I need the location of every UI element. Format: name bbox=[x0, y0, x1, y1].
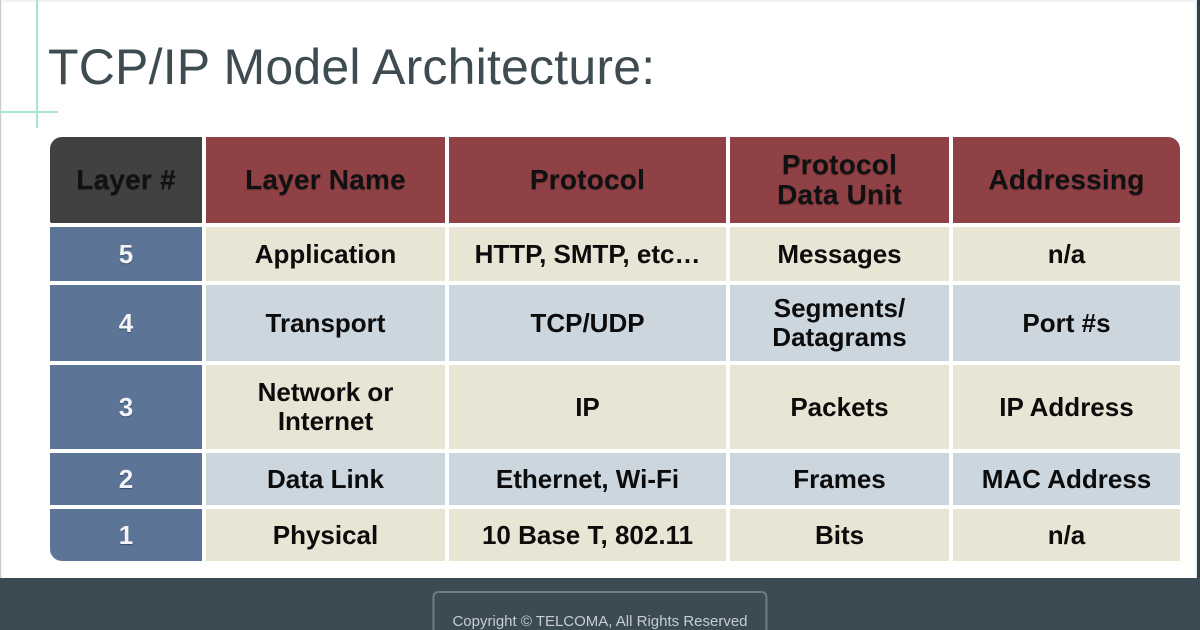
cell-addressing: MAC Address bbox=[953, 453, 1180, 505]
table-row: 3 Network or Internet IP Packets IP Addr… bbox=[50, 365, 1180, 449]
cell-addressing: n/a bbox=[953, 509, 1180, 561]
table-header-row: Layer # Layer Name Protocol Protocol Dat… bbox=[50, 137, 1180, 223]
cell-pdu: Frames bbox=[730, 453, 949, 505]
tcpip-model-table: Layer # Layer Name Protocol Protocol Dat… bbox=[46, 133, 1184, 565]
slide-left-border bbox=[0, 0, 4, 578]
cell-protocol: HTTP, SMTP, etc… bbox=[449, 227, 726, 281]
cell-protocol: 10 Base T, 802.11 bbox=[449, 509, 726, 561]
cell-layer-number: 2 bbox=[50, 453, 202, 505]
cell-layer-number: 3 bbox=[50, 365, 202, 449]
table-header: Layer # Layer Name Protocol Protocol Dat… bbox=[50, 137, 1180, 223]
footer-bar: Copyright © TELCOMA, All Rights Reserved bbox=[0, 578, 1200, 630]
table-row: 5 Application HTTP, SMTP, etc… Messages … bbox=[50, 227, 1180, 281]
table-row: 4 Transport TCP/UDP Segments/ Datagrams … bbox=[50, 285, 1180, 361]
column-header-addressing: Addressing bbox=[953, 137, 1180, 223]
slide-top-border bbox=[0, 0, 1200, 2]
cell-layer-name-line1: Network or bbox=[257, 377, 394, 408]
horizontal-guide-line bbox=[0, 111, 58, 113]
column-header-pdu-line1: Protocol bbox=[781, 148, 898, 180]
table-row: 2 Data Link Ethernet, Wi-Fi Frames MAC A… bbox=[50, 453, 1180, 505]
cell-protocol: TCP/UDP bbox=[449, 285, 726, 361]
cell-pdu-line1: Segments/ bbox=[773, 293, 906, 324]
cell-layer-name: Network or Internet bbox=[206, 365, 445, 449]
tcpip-model-table-container: Layer # Layer Name Protocol Protocol Dat… bbox=[46, 133, 1180, 565]
cell-pdu: Segments/ Datagrams bbox=[730, 285, 949, 361]
cell-protocol: IP bbox=[449, 365, 726, 449]
cell-pdu-line2: Datagrams bbox=[772, 322, 907, 352]
cell-layer-name: Data Link bbox=[206, 453, 445, 505]
page-title: TCP/IP Model Architecture: bbox=[48, 39, 656, 95]
cell-layer-name: Transport bbox=[206, 285, 445, 361]
cell-pdu: Bits bbox=[730, 509, 949, 561]
column-header-protocol-data-unit: Protocol Data Unit bbox=[730, 137, 949, 223]
cell-pdu: Messages bbox=[730, 227, 949, 281]
column-header-protocol: Protocol bbox=[449, 137, 726, 223]
slide-right-border bbox=[1194, 0, 1200, 578]
copyright-text: Copyright © TELCOMA, All Rights Reserved bbox=[452, 613, 748, 630]
cell-layer-number: 4 bbox=[50, 285, 202, 361]
column-header-pdu-line2: Data Unit bbox=[777, 179, 902, 210]
table-row: 1 Physical 10 Base T, 802.11 Bits n/a bbox=[50, 509, 1180, 561]
copyright-frame: Copyright © TELCOMA, All Rights Reserved bbox=[432, 591, 768, 630]
cell-layer-number: 1 bbox=[50, 509, 202, 561]
cell-layer-name-line2: Internet bbox=[277, 406, 374, 436]
cell-addressing: IP Address bbox=[953, 365, 1180, 449]
cell-layer-name: Physical bbox=[206, 509, 445, 561]
vertical-guide-line bbox=[36, 0, 38, 128]
column-header-layer-number: Layer # bbox=[50, 137, 202, 223]
cell-addressing: n/a bbox=[953, 227, 1180, 281]
cell-addressing: Port #s bbox=[953, 285, 1180, 361]
cell-pdu: Packets bbox=[730, 365, 949, 449]
table-body: 5 Application HTTP, SMTP, etc… Messages … bbox=[50, 227, 1180, 561]
cell-protocol: Ethernet, Wi-Fi bbox=[449, 453, 726, 505]
column-header-layer-name: Layer Name bbox=[206, 137, 445, 223]
cell-layer-number: 5 bbox=[50, 227, 202, 281]
cell-layer-name: Application bbox=[206, 227, 445, 281]
